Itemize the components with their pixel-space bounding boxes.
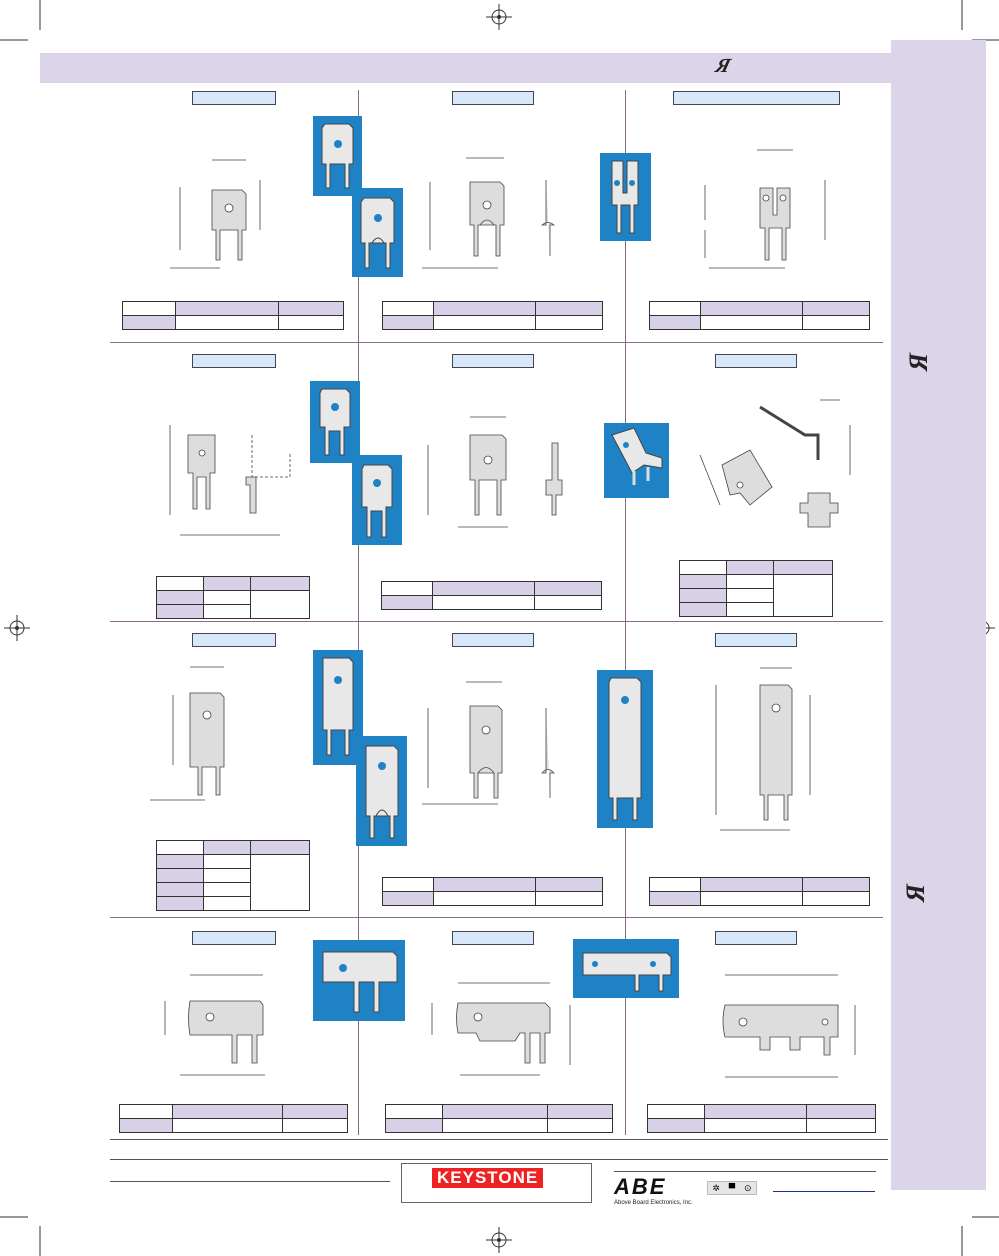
row-divider bbox=[110, 1139, 888, 1140]
product-photo bbox=[597, 670, 653, 828]
spec-table bbox=[679, 560, 833, 617]
row-divider bbox=[110, 917, 883, 918]
abe-tagline: Above Board Electronics, Inc. bbox=[614, 1200, 693, 1206]
product-photo bbox=[313, 650, 363, 765]
keystone-logo: KEYSTONE bbox=[401, 1163, 592, 1203]
title-box bbox=[452, 354, 534, 368]
footer-icon-bar: ✲ ▀ ⊙ bbox=[707, 1181, 757, 1195]
spec-table bbox=[119, 1104, 348, 1133]
product-photo bbox=[313, 940, 405, 1021]
check-circle-icon[interactable]: ⊙ bbox=[744, 1182, 752, 1193]
title-box bbox=[715, 633, 797, 647]
spec-table bbox=[385, 1104, 613, 1133]
spec-table bbox=[382, 301, 603, 330]
ul-logo-side-2: Я bbox=[900, 884, 930, 902]
product-photo bbox=[310, 381, 360, 463]
header-band bbox=[40, 53, 892, 83]
column-divider bbox=[358, 90, 359, 1135]
spec-table bbox=[381, 581, 602, 610]
product-photo bbox=[313, 116, 362, 196]
spec-table bbox=[647, 1104, 876, 1133]
technical-drawing bbox=[164, 974, 265, 1076]
spec-table bbox=[649, 877, 870, 906]
footer-rule bbox=[614, 1171, 876, 1172]
footer-rule bbox=[110, 1159, 888, 1160]
product-photo bbox=[352, 188, 403, 277]
footer-link-underline[interactable] bbox=[773, 1191, 875, 1192]
title-box bbox=[715, 354, 797, 368]
spec-table bbox=[156, 576, 310, 619]
product-photo bbox=[356, 736, 407, 846]
title-box bbox=[192, 931, 276, 945]
ul-logo-side-1: Я bbox=[903, 353, 933, 371]
technical-drawing bbox=[431, 982, 571, 1076]
title-box bbox=[192, 633, 276, 647]
technical-drawing bbox=[715, 667, 811, 831]
technical-drawing bbox=[169, 425, 291, 536]
technical-drawing bbox=[170, 159, 261, 269]
cart-icon[interactable]: ▀ bbox=[728, 1183, 736, 1193]
technical-drawing bbox=[699, 399, 851, 528]
abe-logo-text: ABE bbox=[614, 1174, 667, 1199]
gear-icon[interactable]: ✲ bbox=[712, 1182, 720, 1193]
technical-drawing bbox=[704, 149, 826, 269]
product-photo bbox=[600, 153, 651, 241]
product-photo bbox=[604, 423, 669, 498]
spec-table bbox=[382, 877, 603, 906]
technical-drawing bbox=[150, 666, 225, 801]
title-box bbox=[673, 91, 840, 105]
row-divider bbox=[110, 621, 883, 622]
abe-logo: ABE Above Board Electronics, Inc. bbox=[614, 1174, 693, 1206]
title-box bbox=[452, 633, 534, 647]
spec-table bbox=[649, 301, 870, 330]
technical-drawing bbox=[722, 974, 856, 1078]
product-photo bbox=[573, 939, 679, 998]
footer-rule bbox=[110, 1181, 390, 1182]
technical-drawing bbox=[422, 157, 556, 269]
title-box bbox=[452, 931, 534, 945]
spec-table bbox=[122, 301, 344, 330]
column-divider bbox=[625, 90, 626, 1135]
spec-table bbox=[156, 840, 310, 911]
side-band bbox=[891, 40, 986, 1190]
title-box bbox=[715, 931, 797, 945]
technical-drawing bbox=[422, 681, 555, 805]
title-box bbox=[452, 91, 534, 105]
title-box bbox=[192, 91, 276, 105]
technical-drawing bbox=[427, 416, 563, 528]
title-box bbox=[192, 354, 276, 368]
keystone-logo-text: KEYSTONE bbox=[432, 1168, 544, 1188]
product-photo bbox=[352, 455, 402, 545]
row-divider bbox=[110, 342, 883, 343]
